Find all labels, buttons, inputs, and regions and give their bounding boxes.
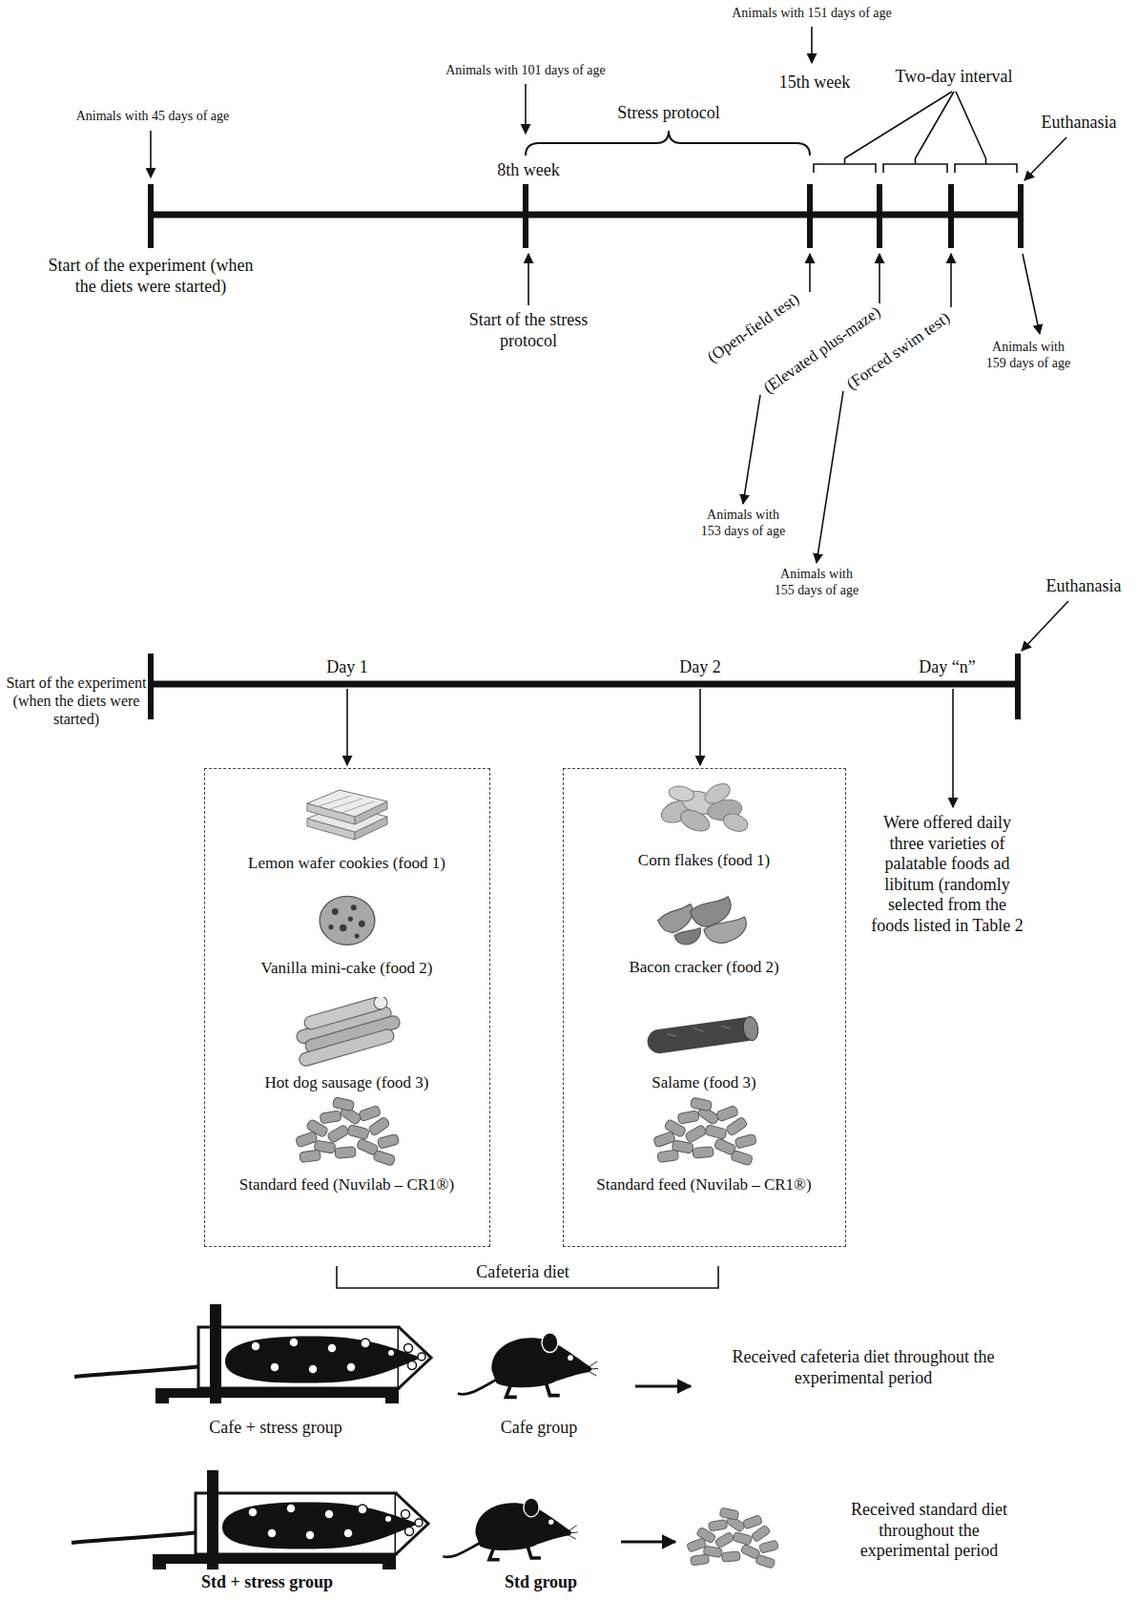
timeline-label: Start of the stress protocol (461, 310, 596, 352)
timeline-label: Received standard diet throughout the ex… (838, 1499, 1020, 1562)
timeline-label: Std group (474, 1572, 608, 1594)
timeline-label: Animals with 45 days of age (38, 108, 268, 125)
food-label: Standard feed (Nuvilab – CR1®) (239, 1175, 455, 1195)
timeline-label: Cafe + stress group (175, 1417, 376, 1439)
timeline-label: Animals with 155 days of age (771, 566, 863, 600)
dashed-box: Lemon wafer cookies (food 1) Vanilla mini… (204, 767, 491, 1247)
food-pictures (288, 779, 779, 1569)
food-label: Vanilla mini-cake (food 2) (261, 958, 434, 978)
food-label: Lemon wafer cookies (food 1) (248, 853, 446, 873)
timeline-label: Animals with 101 days of age (401, 62, 650, 80)
timeline-bottom (147, 600, 1069, 1288)
timeline-label: Cafeteria diet (441, 1262, 604, 1283)
timeline-label: Stress protocol (592, 103, 745, 125)
food-label: Corn flakes (food 1) (638, 850, 770, 870)
timeline-label: Were offered daily three varieties of pa… (869, 812, 1027, 937)
timeline-label: Animals with 151 days of age (687, 5, 936, 22)
timeline-top (147, 26, 1067, 563)
timeline-label: Start of the experiment (when the diets … (3, 673, 149, 729)
timeline-label: Animals with 159 days of age (980, 339, 1076, 373)
timeline-label: Euthanasia (1031, 576, 1137, 598)
timeline-label: Received cafeteria diet throughout the e… (710, 1346, 1016, 1388)
rats (71, 1303, 691, 1570)
timeline-label: Start of the experiment (when the diets … (40, 255, 262, 297)
timeline-label: Day 2 (662, 657, 739, 679)
timeline-label: Day 1 (309, 657, 386, 679)
timeline-label: Euthanasia (1026, 112, 1132, 134)
timeline-label: 15th week (757, 72, 872, 94)
food-label: Bacon cracker (food 2) (628, 957, 779, 977)
dashed-box: Corn flakes (food 1) Bacon cracker (food … (562, 767, 847, 1247)
timeline-label: Std + stress group (166, 1572, 368, 1594)
timeline-label: Cafe group (472, 1417, 606, 1439)
timeline-label: 8th week (475, 160, 581, 182)
test-label: (Forced swim test) (827, 296, 972, 406)
food-label: Hot dog sausage (food 3) (265, 1073, 430, 1093)
timeline-label: Animals with 153 days of age (698, 507, 789, 540)
food-label: Salame (food 3) (651, 1073, 757, 1093)
timeline-label: Two-day interval (882, 66, 1026, 88)
food-label: Standard feed (Nuvilab – CR1®) (596, 1175, 811, 1195)
timeline-label: Day “n” (904, 657, 991, 679)
